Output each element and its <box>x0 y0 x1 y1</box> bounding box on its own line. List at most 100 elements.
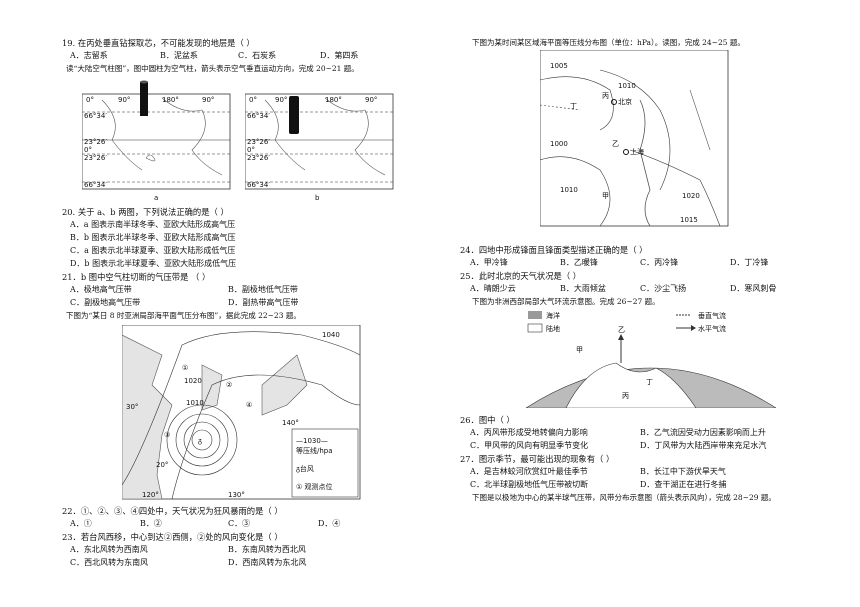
q23-opt-b: B．东南风转为西北风 <box>228 545 306 554</box>
svg-text:0°: 0° <box>86 96 94 104</box>
q20-opt-c: C．a 图表示北半球夏季、亚欧大陆形成低气压 <box>70 246 236 255</box>
svg-text:1015: 1015 <box>680 216 698 224</box>
q24-opt-b: B．乙暖锋 <box>560 258 598 267</box>
svg-text:等压线/hpa: 等压线/hpa <box>296 446 333 455</box>
q20-opt-a: A．a 图表示南半球冬季、亚欧大陆形成高气压 <box>70 220 236 229</box>
svg-text:180°: 180° <box>162 96 179 104</box>
svg-text:0°: 0° <box>84 146 92 154</box>
svg-text:90°: 90° <box>202 96 214 104</box>
q22-opt-b: B．② <box>140 519 162 528</box>
svg-text:23°26′: 23°26′ <box>247 138 270 146</box>
q23-stem: 23．若台风西移，中心到达②西侧，②处的风向变化是（ ） <box>62 532 283 542</box>
q27-stem: 27．图示季节，最可能出现的现象有（ ） <box>460 454 615 464</box>
svg-text:23°26′: 23°26′ <box>84 154 107 162</box>
place-beijing: 北京 <box>618 97 632 106</box>
intro-20-21: 读“大陆空气柱图”，图中圆柱为空气柱，箭头表示空气垂直运动方向，完成 20~21… <box>66 64 359 73</box>
q21-opt-c: C．副极地高气压带 <box>70 298 141 307</box>
q25-opt-a: A．晴朗少云 <box>470 284 516 293</box>
q21-opt-a: A．极地高气压带 <box>70 285 132 294</box>
q27-opt-c: C．北半球副极地低气压带被切断 <box>470 480 589 489</box>
q25-stem: 25．此时北京的天气状况是（ ） <box>460 271 582 281</box>
q26-opt-d: D．丁风带为大陆西岸带来充足水汽 <box>640 441 767 450</box>
svg-text:23°26′: 23°26′ <box>84 138 107 146</box>
svg-text:甲: 甲 <box>576 346 583 354</box>
q24-opt-d: D．丁冷锋 <box>730 258 769 267</box>
legend-vertical: 垂直气流 <box>698 311 726 320</box>
q19-opt-b: B．泥盆系 <box>160 51 198 60</box>
svg-text:1005: 1005 <box>550 62 568 70</box>
svg-text:1020: 1020 <box>184 377 202 385</box>
q26-stem: 26．图中（ ） <box>460 415 515 425</box>
q23-opt-a: A．东北风转为西南风 <box>70 545 148 554</box>
q25-opt-d: D．寒风刺骨 <box>730 284 777 293</box>
svg-text:①: ① <box>182 364 188 372</box>
svg-text:20°: 20° <box>156 461 168 469</box>
svg-text:66°34′: 66°34′ <box>84 112 107 120</box>
intro-28-29: 下图是以极地为中心的某半球气压带，风带分布示意图（箭头表示风向），完成 28~2… <box>472 493 776 502</box>
intro-24-25: 下图为某时间某区域海平面等压线分布图（单位：hPa）。读图，完成 24~25 题… <box>472 38 745 47</box>
q20-opt-d: D．b 图表示北半球夏季、亚欧大陆形成低气压 <box>70 259 237 268</box>
svg-text:1000: 1000 <box>550 140 568 148</box>
q19-opt-a: A．志留系 <box>70 51 108 60</box>
svg-text:120°: 120° <box>142 491 159 499</box>
q27-opt-a: A．是吉林蛟河欣赏红叶最佳季节 <box>470 467 588 476</box>
legend-land: 陆地 <box>546 324 560 333</box>
svg-text:丙: 丙 <box>602 92 609 100</box>
svg-text:66°34′: 66°34′ <box>247 112 270 120</box>
q24-opt-a: A．甲冷锋 <box>470 258 508 267</box>
svg-text:②: ② <box>226 381 232 389</box>
q23-opt-d: D．西南风转为东北风 <box>228 558 307 567</box>
q25-opt-c: C．沙尘飞扬 <box>640 284 687 293</box>
isobar-region-map: 1005 1010 1000 1010 1020 1015 北京 上海 丙 丁 … <box>540 50 729 227</box>
q21-stem: 21．b 图中空气柱切断的气压带是 （ ） <box>62 272 211 282</box>
svg-text:0°: 0° <box>249 96 257 104</box>
q19-stem: 19. 在丙处垂直钻探取芯，不可能发现的地层是（ ） <box>62 38 255 48</box>
svg-text:④: ④ <box>246 401 252 409</box>
svg-text:1010: 1010 <box>618 82 636 90</box>
q21-opt-b: B．副极地低气压带 <box>228 285 298 294</box>
q21-opt-d: D．副热带高气压带 <box>228 298 299 307</box>
q20-stem: 20. 关于 a、b 两图，下列说法正确的是（ ） <box>62 207 229 217</box>
q26-opt-a: A．丙风带形成受地转偏向力影响 <box>470 428 588 437</box>
asia-pressure-map: ᵹ 1040 1020 1010 30° 20° 120° 130° 140° … <box>122 325 361 500</box>
q19-opt-d: D．第四系 <box>320 51 359 60</box>
svg-text:1010: 1010 <box>186 399 204 407</box>
legend-horizontal: 水平气流 <box>698 324 726 333</box>
svg-text:丁: 丁 <box>570 102 577 110</box>
q23-opt-c: C．西北风转为东南风 <box>70 558 149 567</box>
q26-opt-c: C．甲风带的风向有明显季节变化 <box>470 441 589 450</box>
q22-opt-c: C．③ <box>228 519 251 528</box>
svg-text:90°: 90° <box>118 96 130 104</box>
legend-isobar: —1030— <box>296 437 328 445</box>
q27-opt-b: B．长江中下游伏旱天气 <box>640 467 726 476</box>
q22-stem: 22．①、②、③、④四处中，天气状况为狂风暴雨的是（ ） <box>62 506 283 516</box>
figure-b-caption: b <box>315 194 320 202</box>
svg-text:66°34′: 66°34′ <box>84 181 107 189</box>
svg-text:140°: 140° <box>282 419 299 427</box>
svg-text:乙: 乙 <box>612 140 619 148</box>
q27-opt-d: D．查干湖正在进行冬捕 <box>640 480 727 489</box>
svg-text:丙: 丙 <box>622 392 629 400</box>
q22-opt-d: D．④ <box>318 519 341 528</box>
q25-opt-b: B．大雨倾盆 <box>560 284 606 293</box>
svg-text:ᵹ: ᵹ <box>198 437 202 445</box>
svg-text:90°: 90° <box>275 96 287 104</box>
place-shanghai: 上海 <box>630 147 644 156</box>
svg-text:90°: 90° <box>365 96 377 104</box>
q24-stem: 24．四地中形成锋面且锋面类型描述正确的是（ ） <box>460 245 648 255</box>
air-column-figure-b: 0° 90° 180° 90° 66°34′ 23°26′ 0° 23°26′ … <box>245 93 394 202</box>
q20-opt-b: B．b 图表示北半球冬季、亚欧大陆形成高气压 <box>70 233 236 242</box>
svg-text:1010: 1010 <box>560 186 578 194</box>
svg-text:66°34′: 66°34′ <box>247 181 270 189</box>
svg-text:1020: 1020 <box>682 192 700 200</box>
legend-station: ① 观测点位 <box>296 482 333 491</box>
svg-text:130°: 130° <box>228 491 245 499</box>
air-column-figure-a: 0° 90° 180° 90° 66°34′ 23°26′ 0° 23°26′ … <box>82 80 231 202</box>
svg-text:30°: 30° <box>126 403 138 411</box>
q22-opt-a: A．① <box>70 519 92 528</box>
svg-text:甲: 甲 <box>602 192 609 200</box>
svg-text:乙: 乙 <box>618 326 625 334</box>
q26-opt-b: B．乙气流因受动力因素影响而上升 <box>640 428 766 437</box>
legend-ocean: 海洋 <box>546 311 560 320</box>
svg-text:23°26′: 23°26′ <box>247 154 270 162</box>
